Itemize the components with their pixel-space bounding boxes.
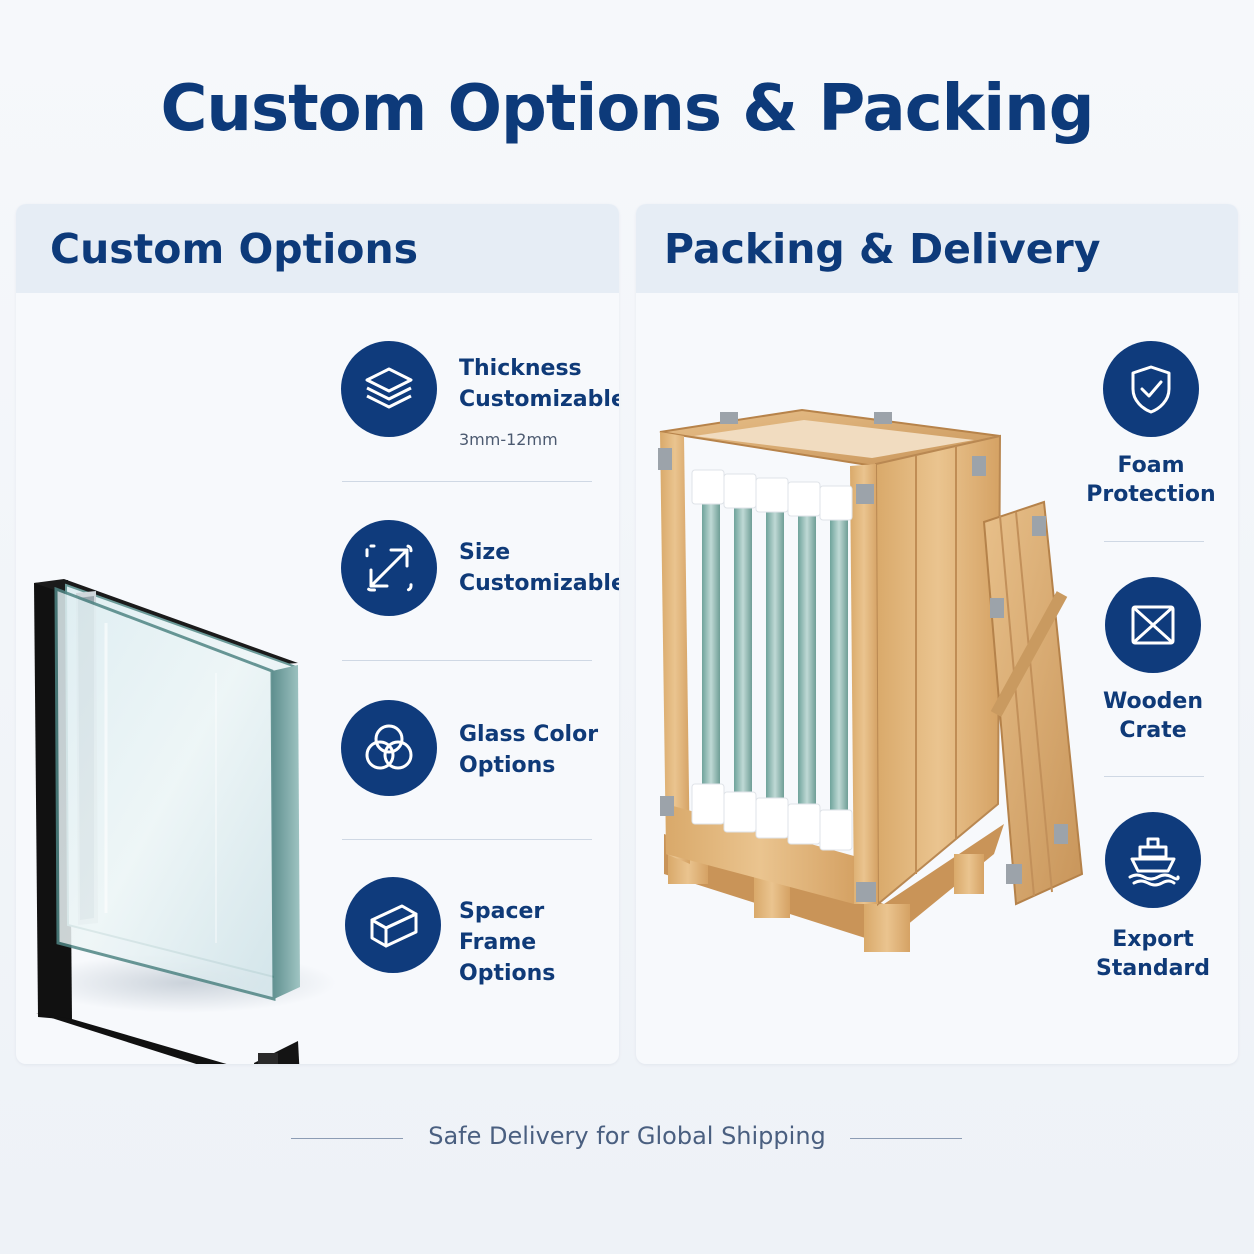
divider [1104, 776, 1204, 777]
divider [342, 660, 592, 661]
ship-icon [1105, 812, 1201, 908]
export-standard-label: Export Standard [1095, 927, 1211, 981]
foam-protection-label: Foam Protection [1086, 453, 1216, 507]
shield-check-icon [1103, 341, 1199, 437]
insulated-glass-unit-image [34, 579, 336, 1064]
wooden-crate-image [658, 408, 1084, 952]
packing-delivery-heading: Packing & Delivery [636, 204, 1238, 293]
crate-icon [1105, 577, 1201, 673]
thickness-label: Thickness Customizable [459, 356, 619, 412]
footer-line-right [850, 1138, 962, 1139]
custom-options-panel: Custom Options [16, 204, 619, 1064]
expand-arrows-icon [341, 520, 437, 616]
packing-delivery-panel: Packing & Delivery [636, 204, 1238, 1064]
glass-color-label: Glass Color Options [459, 722, 599, 778]
layers-icon [341, 341, 437, 437]
custom-options-heading: Custom Options [16, 204, 619, 293]
page-title: Custom Options & Packing [160, 72, 1094, 146]
color-circles-icon [341, 700, 437, 796]
divider [1104, 541, 1204, 542]
footer-tagline: Safe Delivery for Global Shipping [428, 1122, 826, 1150]
divider [342, 481, 592, 482]
size-label: Size Customizable [459, 540, 619, 596]
divider [342, 839, 592, 840]
thickness-range: 3mm-12mm [459, 430, 558, 449]
footer-line-left [291, 1138, 403, 1139]
wooden-crate-label: Wooden Crate [1102, 689, 1204, 743]
spacer-frame-label: Spacer Frame Options [459, 899, 556, 986]
box-bar-icon [345, 877, 441, 973]
